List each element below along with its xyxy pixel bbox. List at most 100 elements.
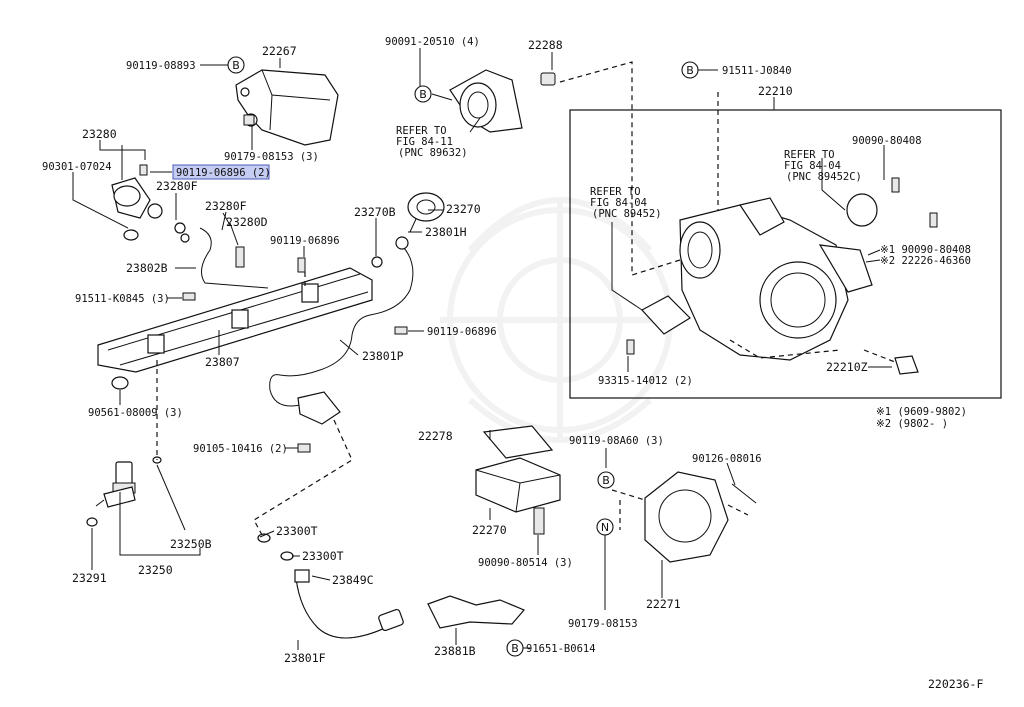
label-90119-06896-a[interactable]: 90119-06896 (270, 235, 340, 247)
note-1: ※1 (9609-9802) (876, 406, 967, 418)
label-90561-08009[interactable]: 90561-08009 (3) (88, 407, 183, 419)
part-93315-14012-screw (626, 339, 635, 355)
label-22271[interactable]: 22271 (646, 597, 681, 611)
label-23849C[interactable]: 23849C (332, 573, 374, 587)
refer-block-fig-84-04-a: REFER TO FIG 84-04 (PNC 89452) (590, 186, 662, 220)
svg-text:B: B (686, 64, 694, 77)
label-22278[interactable]: 22278 (418, 429, 453, 443)
part-23807-fuel-rail (97, 267, 373, 390)
part-90126-08016-stud (731, 483, 757, 504)
label-91511-K0845[interactable]: 91511-K0845 (3) (75, 293, 170, 305)
label-90119-08893[interactable]: 90119-08893 (126, 60, 196, 72)
circle-b-mark: B (227, 56, 245, 74)
svg-text:B: B (602, 474, 610, 487)
label-93315-14012[interactable]: 93315-14012 (2) (598, 375, 693, 387)
part-23801H-gasket (395, 236, 409, 250)
label-90105-10416[interactable]: 90105-10416 (2) (193, 443, 288, 455)
part-90119-06896-screw-top (139, 164, 148, 176)
label-90119-06896-b[interactable]: 90119-06896 (427, 326, 497, 338)
part-22278-cover (482, 425, 554, 459)
label-23250B[interactable]: 23250B (170, 537, 212, 551)
svg-text:REFER TO: REFER TO (590, 186, 641, 198)
part-22267-bracket (235, 69, 339, 146)
svg-text:(PNC 89452C): (PNC 89452C) (786, 171, 862, 183)
part-23280-pressure-regulator (111, 177, 190, 243)
label-90090-80408-a[interactable]: 90090-80408 (852, 135, 922, 147)
dashed-alignment-lines (156, 61, 896, 536)
label-22270[interactable]: 22270 (472, 523, 507, 537)
part-22270-isc-valve (475, 457, 561, 535)
part-90090-80408-screw-b (929, 212, 938, 228)
circle-b-mark: B (414, 85, 432, 103)
svg-text:(PNC 89632): (PNC 89632) (398, 147, 468, 159)
label-22210Z[interactable]: 22210Z (826, 360, 868, 374)
circle-b-mark: B (597, 471, 615, 489)
svg-text:N: N (601, 521, 609, 534)
svg-text:B: B (511, 642, 519, 655)
svg-text:REFER TO: REFER TO (396, 125, 447, 137)
label-23300T-b[interactable]: 23300T (302, 549, 344, 563)
label-23270B[interactable]: 23270B (354, 205, 396, 219)
label-23881B[interactable]: 23881B (434, 644, 476, 658)
part-23270B-gasket (371, 256, 383, 268)
label-23807[interactable]: 23807 (205, 355, 240, 369)
part-air-connector (449, 69, 523, 133)
part-23270-damper (407, 192, 445, 233)
part-23801F-hose (257, 533, 404, 639)
label-22288[interactable]: 22288 (528, 38, 563, 52)
part-labels: 90119-08893 22267 90179-08153 (3) 90091-… (42, 36, 971, 665)
label-23270[interactable]: 23270 (446, 202, 481, 216)
label-23300T-a[interactable]: 23300T (276, 524, 318, 538)
throttle-body-group-box (569, 109, 1002, 399)
label-23802B[interactable]: 23802B (126, 261, 168, 275)
circle-b-mark: B (681, 61, 699, 79)
part-90179-08153-nut (243, 114, 255, 126)
circle-n-mark: N (596, 518, 614, 536)
circle-b-mark: B (506, 639, 524, 657)
part-23280D-bolt (235, 246, 245, 268)
label-90090-80408-b[interactable]: ※1 90090-80408 (880, 244, 971, 256)
label-90119-08A60[interactable]: 90119-08A60 (3) (569, 435, 664, 447)
part-90119-06896-bolt-a (297, 257, 306, 273)
label-23280[interactable]: 23280 (82, 127, 117, 141)
svg-text:B: B (232, 59, 240, 72)
label-23801H[interactable]: 23801H (425, 225, 467, 239)
label-90119-06896-2[interactable]: 90119-06896 (2) (176, 167, 271, 179)
label-90301-07024[interactable]: 90301-07024 (42, 161, 112, 173)
label-23280F-a[interactable]: 23280F (156, 179, 198, 193)
part-22210-throttle-body (641, 193, 878, 361)
label-90179-08153-3[interactable]: 90179-08153 (3) (224, 151, 319, 163)
label-23291[interactable]: 23291 (72, 571, 107, 585)
label-22267[interactable]: 22267 (262, 44, 297, 58)
refer-block-fig-84-04-b: REFER TO FIG 84-04 (PNC 89452C) (784, 149, 862, 183)
part-23801P-pipe (269, 247, 414, 407)
part-23881B-bracket (427, 595, 525, 629)
label-23801F[interactable]: 23801F (284, 651, 326, 665)
label-90091-20510[interactable]: 90091-20510 (4) (385, 36, 480, 48)
svg-text:FIG 84-04: FIG 84-04 (590, 197, 647, 209)
highlighted-part-box (172, 164, 270, 180)
label-91511-J0840[interactable]: 91511-J0840 (722, 65, 792, 77)
part-22210Z-sensor (894, 355, 919, 375)
label-23801P[interactable]: 23801P (362, 349, 404, 363)
label-90179-08153[interactable]: 90179-08153 (568, 618, 638, 630)
label-23250[interactable]: 23250 (138, 563, 173, 577)
label-90126-08016[interactable]: 90126-08016 (692, 453, 762, 465)
part-23250-injector (95, 461, 136, 508)
label-23280D[interactable]: 23280D (226, 215, 268, 229)
part-91511-K0845-bolt (182, 292, 196, 301)
label-90090-80514[interactable]: 90090-80514 (3) (478, 557, 573, 569)
label-22210[interactable]: 22210 (758, 84, 793, 98)
part-23291-oring (86, 517, 98, 527)
part-90105-10416-bolt (297, 443, 311, 453)
label-22226-46360[interactable]: ※2 22226-46360 (880, 255, 971, 267)
part-23801P-clamp (297, 391, 341, 425)
svg-text:FIG 84-11: FIG 84-11 (396, 136, 453, 148)
refer-block-fig-84-11: REFER TO FIG 84-11 (PNC 89632) (396, 125, 468, 159)
part-90119-06896-bolt-b (394, 326, 408, 335)
label-23280F-b[interactable]: 23280F (205, 199, 247, 213)
figure-id: 220236-F (928, 677, 983, 691)
label-91651-B0614[interactable]: 91651-B0614 (526, 643, 596, 655)
watermark-emblem (440, 197, 680, 443)
